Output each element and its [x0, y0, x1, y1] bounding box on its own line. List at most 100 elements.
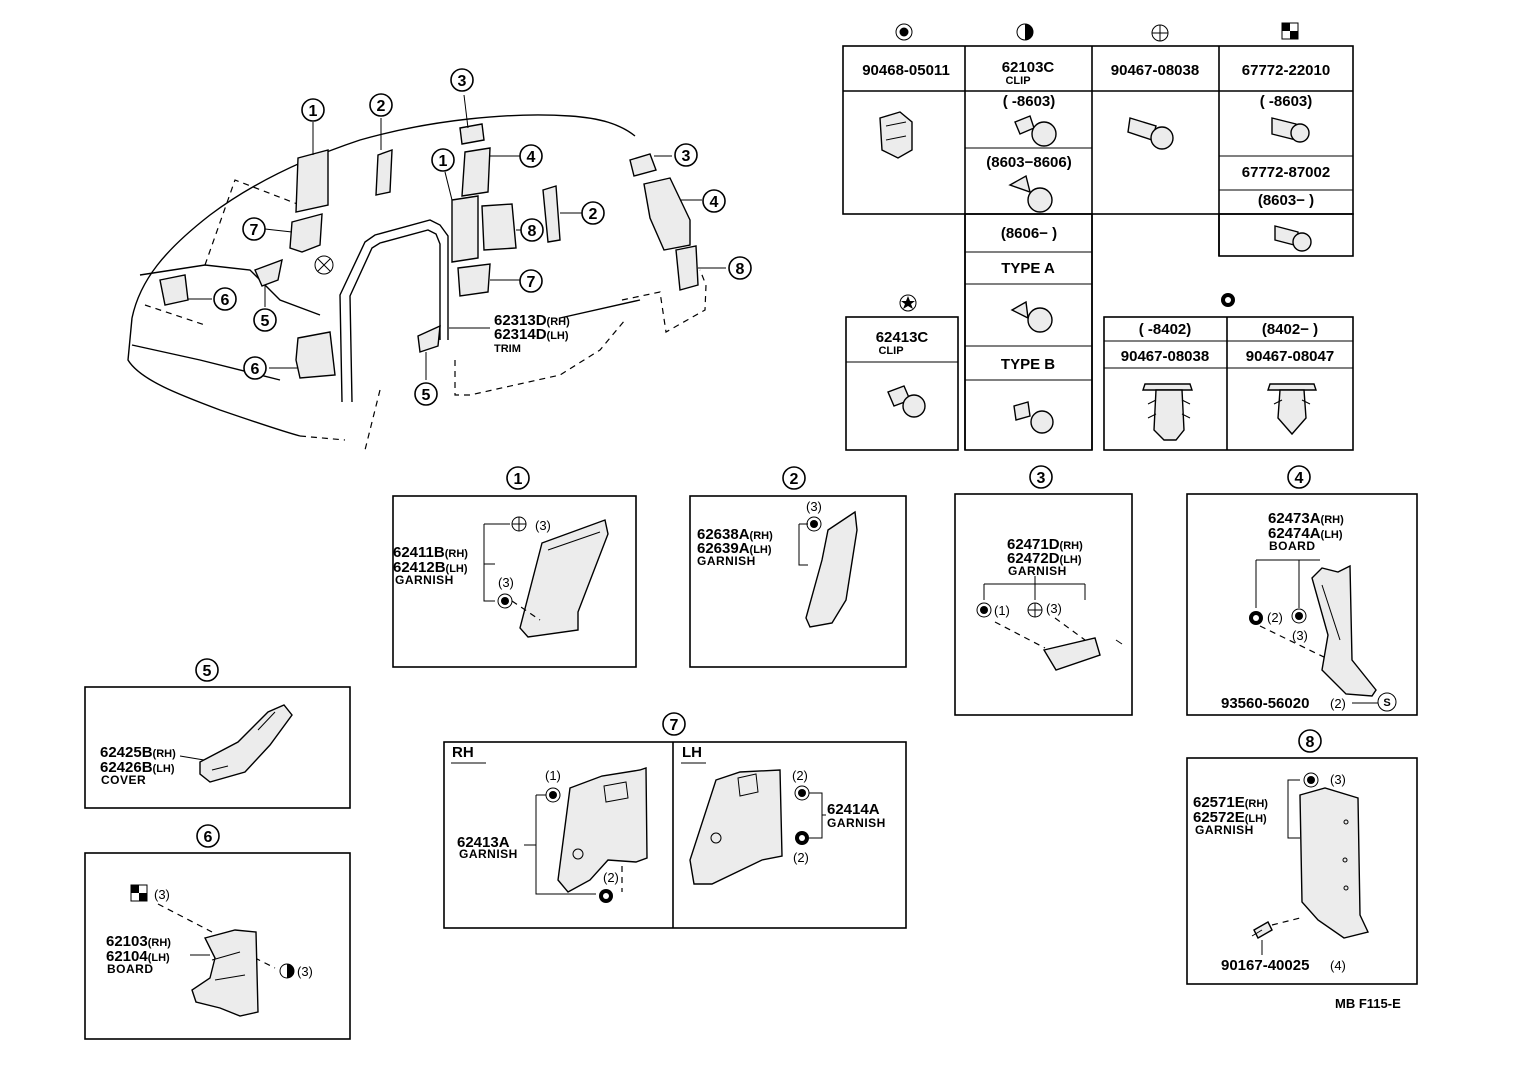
ring-icon [599, 889, 613, 903]
overview-callout-8: 8 [520, 218, 544, 242]
overview-callout-6b: 6 [243, 356, 267, 380]
svg-text:6: 6 [204, 829, 213, 846]
overview-callout-5b: 5 [414, 382, 438, 406]
solid-dot-icon [806, 516, 822, 532]
fastener-4-range-2: (8603− ) [1258, 192, 1314, 209]
d7-rh-name: GARNISH [459, 847, 518, 861]
checker-icon [130, 884, 148, 902]
svg-text:3: 3 [458, 73, 467, 90]
fastener-6-part-1: 90467-08038 [1121, 348, 1209, 365]
d6-qty-1: (3) [154, 887, 170, 902]
d8-qty-2: (4) [1330, 958, 1346, 973]
fastener-4-part-2: 67772-87002 [1242, 164, 1330, 181]
clip-62103c-a-drawing [1014, 115, 1057, 147]
detail-8: 8 (3) 62571E(RH) 62572E(LH) GARNISH 9016… [1186, 729, 1418, 985]
clip-type-a-drawing [1010, 300, 1053, 333]
d6-qty-2: (3) [297, 964, 313, 979]
fastener-2-part: 62103C [1002, 59, 1055, 76]
clip-62413c-drawing [887, 385, 926, 418]
svg-text:7: 7 [250, 222, 259, 239]
solid-dot-icon [976, 602, 992, 618]
s-mark-icon: S [1377, 692, 1397, 712]
d4-lh-part: 62474A(LH) [1268, 525, 1343, 542]
overview-callout-3: 3 [450, 68, 474, 92]
detail-7: 7 RH LH (1) 62413A GARNISH (2) (2) (2) 6… [443, 712, 907, 929]
svg-text:2: 2 [790, 471, 799, 488]
d4-rh-part: 62473A(RH) [1268, 510, 1344, 527]
fastener-6-range-1: ( -8402) [1139, 321, 1192, 338]
svg-text:8: 8 [1306, 734, 1315, 751]
fastener-2-range-3: (8606− ) [1001, 225, 1057, 242]
half-circle-symbol [1016, 23, 1034, 41]
fastener-2-type-a: TYPE A [1001, 260, 1055, 277]
d6-lh-part: 62104(LH) [106, 948, 170, 965]
overview-callout-1: 1 [301, 98, 325, 122]
screw-90467-drawing [1127, 117, 1174, 150]
ring-icon [1249, 611, 1263, 625]
solid-dot-symbol [895, 23, 913, 41]
d3-qty-1: (1) [994, 603, 1010, 618]
plus-circle-icon [511, 516, 527, 532]
svg-text:4: 4 [527, 149, 536, 166]
d3-qty-2: (3) [1046, 601, 1062, 616]
d2-rh-part: 62638A(RH) [697, 526, 773, 543]
svg-text:3: 3 [682, 148, 691, 165]
svg-text:6: 6 [221, 292, 230, 309]
d8-rh-part: 62571E(RH) [1193, 794, 1268, 811]
detail-3: 3 62471D(RH) 62472D(LH) GARNISH (1) (3) [954, 465, 1133, 716]
d1-qty-2: (3) [498, 575, 514, 590]
svg-text:2: 2 [589, 206, 598, 223]
d5-name: COVER [101, 773, 146, 787]
d1-name: GARNISH [395, 573, 454, 587]
solid-dot-icon [1291, 608, 1307, 624]
vehicle-overview: 1 2 3 1 4 2 8 7 3 4 8 7 5 6 6 5 62313D(R… [127, 68, 752, 451]
d4-screw-part: 93560-56020 [1221, 695, 1309, 712]
d1-qty-1: (3) [535, 518, 551, 533]
svg-text:6: 6 [251, 361, 260, 378]
fastener-3-part: 90467-08038 [1111, 62, 1199, 79]
d6-rh-part: 62103(RH) [106, 933, 171, 950]
svg-text:5: 5 [261, 313, 270, 330]
d7-lh-name: GARNISH [827, 816, 886, 830]
svg-text:S: S [1383, 697, 1390, 709]
star-symbol [899, 294, 917, 312]
overview-callout-3b: 3 [674, 143, 698, 167]
d2-name: GARNISH [697, 554, 756, 568]
solid-dot-icon [497, 593, 513, 609]
d2-lh-part: 62639A(LH) [697, 540, 772, 557]
d7-lh-part: 62414A [827, 801, 880, 818]
overview-callout-4: 4 [519, 144, 543, 168]
overview-callout-2b: 2 [581, 201, 605, 225]
push-clip-b-drawing [1267, 383, 1317, 436]
d7-rh-qty-1: (1) [545, 768, 561, 783]
svg-text:5: 5 [203, 663, 212, 680]
trim-lh-part: 62314D(LH) [494, 326, 569, 343]
d3-lh-part: 62472D(LH) [1007, 550, 1082, 567]
d5-rh-part: 62425B(RH) [100, 744, 176, 761]
ring-symbol [1221, 293, 1235, 307]
trim-rh-part: 62313D(RH) [494, 312, 570, 329]
svg-text:1: 1 [309, 103, 318, 120]
d7-lh-qty-2: (2) [793, 850, 809, 865]
clip-62103c-b-drawing [1008, 174, 1053, 213]
d1-rh-part: 62411B(RH) [393, 544, 468, 561]
d2-qty-1: (3) [806, 499, 822, 514]
d5-lh-part: 62426B(LH) [100, 759, 175, 776]
checker-symbol [1281, 22, 1299, 40]
screw-icon [1251, 921, 1273, 939]
d3-name: GARNISH [1008, 564, 1067, 578]
detail-2: 2 (3) 62638A(RH) 62639A(LH) GARNISH [689, 466, 907, 668]
fastener-4-range-1: ( -8603) [1260, 93, 1313, 110]
detail-4: 4 62473A(RH) 62474A(LH) BOARD (2) (3) 93… [1186, 465, 1418, 716]
overview-callout-1b: 1 [431, 148, 455, 172]
fastener-2-range-1: ( -8603) [1003, 93, 1056, 110]
fastener-4-part-1: 67772-22010 [1242, 62, 1330, 79]
svg-text:5: 5 [422, 387, 431, 404]
d4-qty-3: (2) [1330, 696, 1346, 711]
d7-rh-label: RH [452, 744, 474, 761]
solid-dot-icon [1303, 772, 1319, 788]
fastener-6-part-2: 90467-08047 [1246, 348, 1334, 365]
clip-90468-drawing [879, 111, 913, 159]
half-circle-icon [279, 963, 295, 979]
